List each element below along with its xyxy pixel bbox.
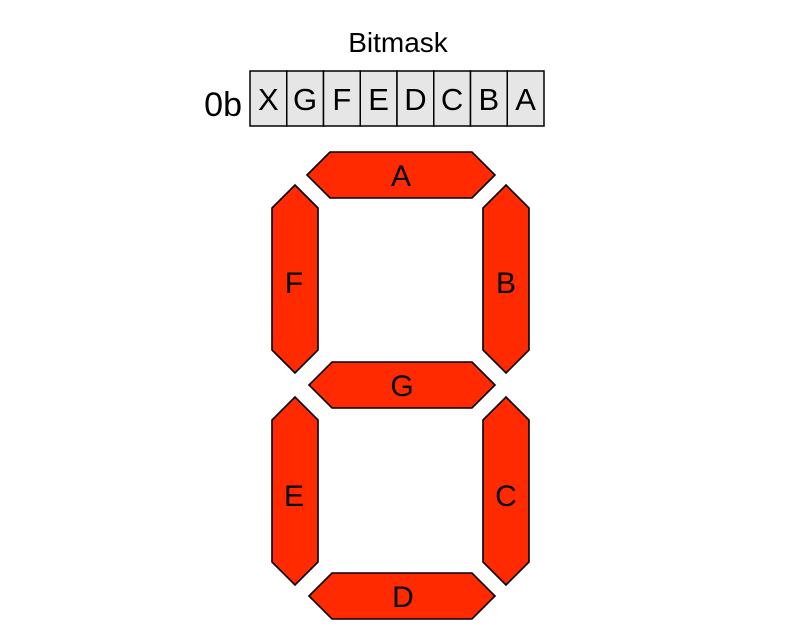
bit-cell-box: [322, 70, 361, 127]
bit-cell-box: [249, 70, 288, 127]
segment-e-shape: [271, 395, 319, 587]
bit-cell-box: [433, 70, 472, 127]
bit-cell-e: E: [359, 70, 398, 127]
segment-b-shape: [482, 183, 530, 375]
bit-cell-label: F: [332, 82, 351, 117]
segment-e-label: E: [284, 480, 304, 513]
bit-cell-box: [286, 70, 325, 127]
bit-cell-label: A: [515, 82, 536, 117]
segment-d-shape: [307, 572, 497, 620]
binary-prefix: 0b: [204, 86, 242, 124]
segment-e: E: [271, 395, 319, 587]
bit-cell-d: D: [396, 70, 435, 127]
bit-cell-c: C: [433, 70, 472, 127]
bit-cell-box: [506, 70, 545, 127]
segment-a: A: [305, 151, 497, 199]
bit-cell-label: D: [404, 82, 426, 117]
segment-g-label: G: [390, 370, 413, 403]
bit-cell-box: [469, 70, 508, 127]
bit-cell-label: X: [258, 82, 279, 117]
segment-b: B: [482, 183, 530, 375]
bitmask-register: 0b X G F E D C B A: [204, 70, 545, 127]
seven-segment-display: A F B G E C D: [271, 151, 530, 620]
segment-g-shape: [307, 361, 497, 409]
segment-a-shape: [305, 151, 497, 199]
segment-c-label: C: [495, 480, 517, 513]
bitmask-title: Bitmask: [348, 27, 449, 58]
bit-cell-a: A: [506, 70, 545, 127]
bit-cell-label: C: [441, 82, 463, 117]
bit-cell-label: E: [368, 82, 389, 117]
bit-cell-g: G: [286, 70, 325, 127]
segment-f: F: [271, 183, 319, 375]
segment-a-label: A: [391, 160, 411, 193]
segment-f-label: F: [285, 267, 303, 300]
segment-d-label: D: [392, 581, 414, 614]
bit-cell-label: G: [293, 82, 317, 117]
bit-cell-f: F: [322, 70, 361, 127]
bit-cell-b: B: [469, 70, 508, 127]
segment-d: D: [307, 572, 497, 620]
segment-b-label: B: [496, 267, 516, 300]
segment-c: C: [482, 395, 530, 587]
bit-cell-x: X: [249, 70, 288, 127]
segment-c-shape: [482, 395, 530, 587]
segment-g: G: [307, 361, 497, 409]
bit-cell-label: B: [479, 82, 500, 117]
bit-cell-box: [396, 70, 435, 127]
segment-f-shape: [271, 183, 319, 375]
